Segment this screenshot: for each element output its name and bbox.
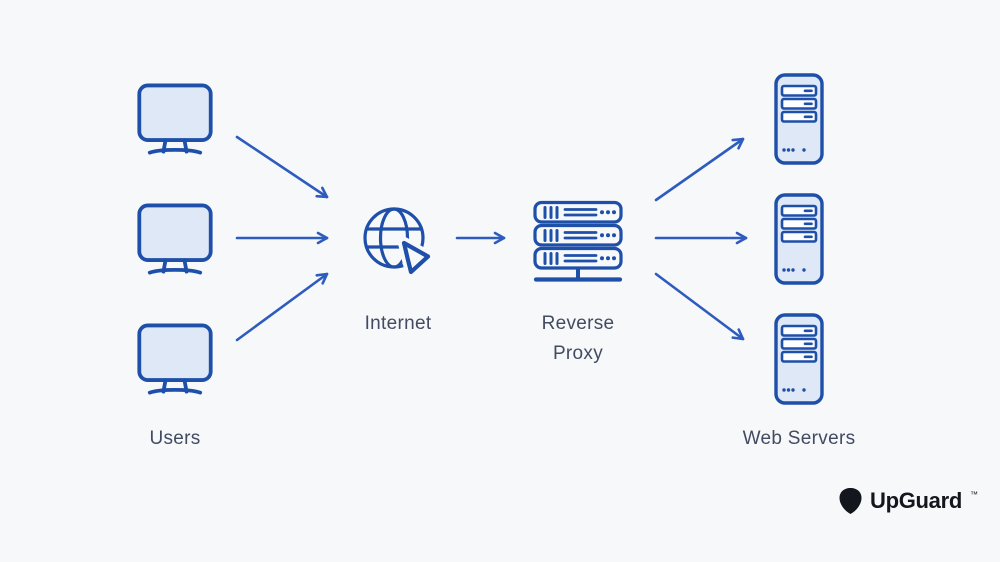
trademark-symbol: ™ (970, 490, 979, 499)
server-rack-icon (533, 200, 623, 282)
server-tower-icon (774, 313, 824, 405)
globe-cursor-icon (363, 207, 434, 278)
monitor-icon (137, 83, 213, 155)
monitor-icon (137, 323, 213, 395)
upguard-wordmark: UpGuard (870, 488, 963, 513)
arrow-proxy-to-server1 (654, 137, 745, 202)
upguard-shield-icon (839, 488, 862, 514)
arrow-proxy-to-server3 (654, 272, 745, 341)
server-tower-icon (774, 73, 824, 165)
web-servers-label: Web Servers (742, 428, 856, 449)
reverse-proxy-label: Reverse Proxy (541, 313, 615, 364)
server-tower-icon (774, 193, 824, 285)
arrow-user3-to-internet (235, 272, 329, 342)
internet-label: Internet (364, 313, 432, 334)
upguard-logo: UpGuard ™ (838, 487, 978, 515)
users-label: Users (149, 428, 201, 449)
monitor-icon (137, 203, 213, 275)
arrow-user1-to-internet (235, 135, 329, 199)
